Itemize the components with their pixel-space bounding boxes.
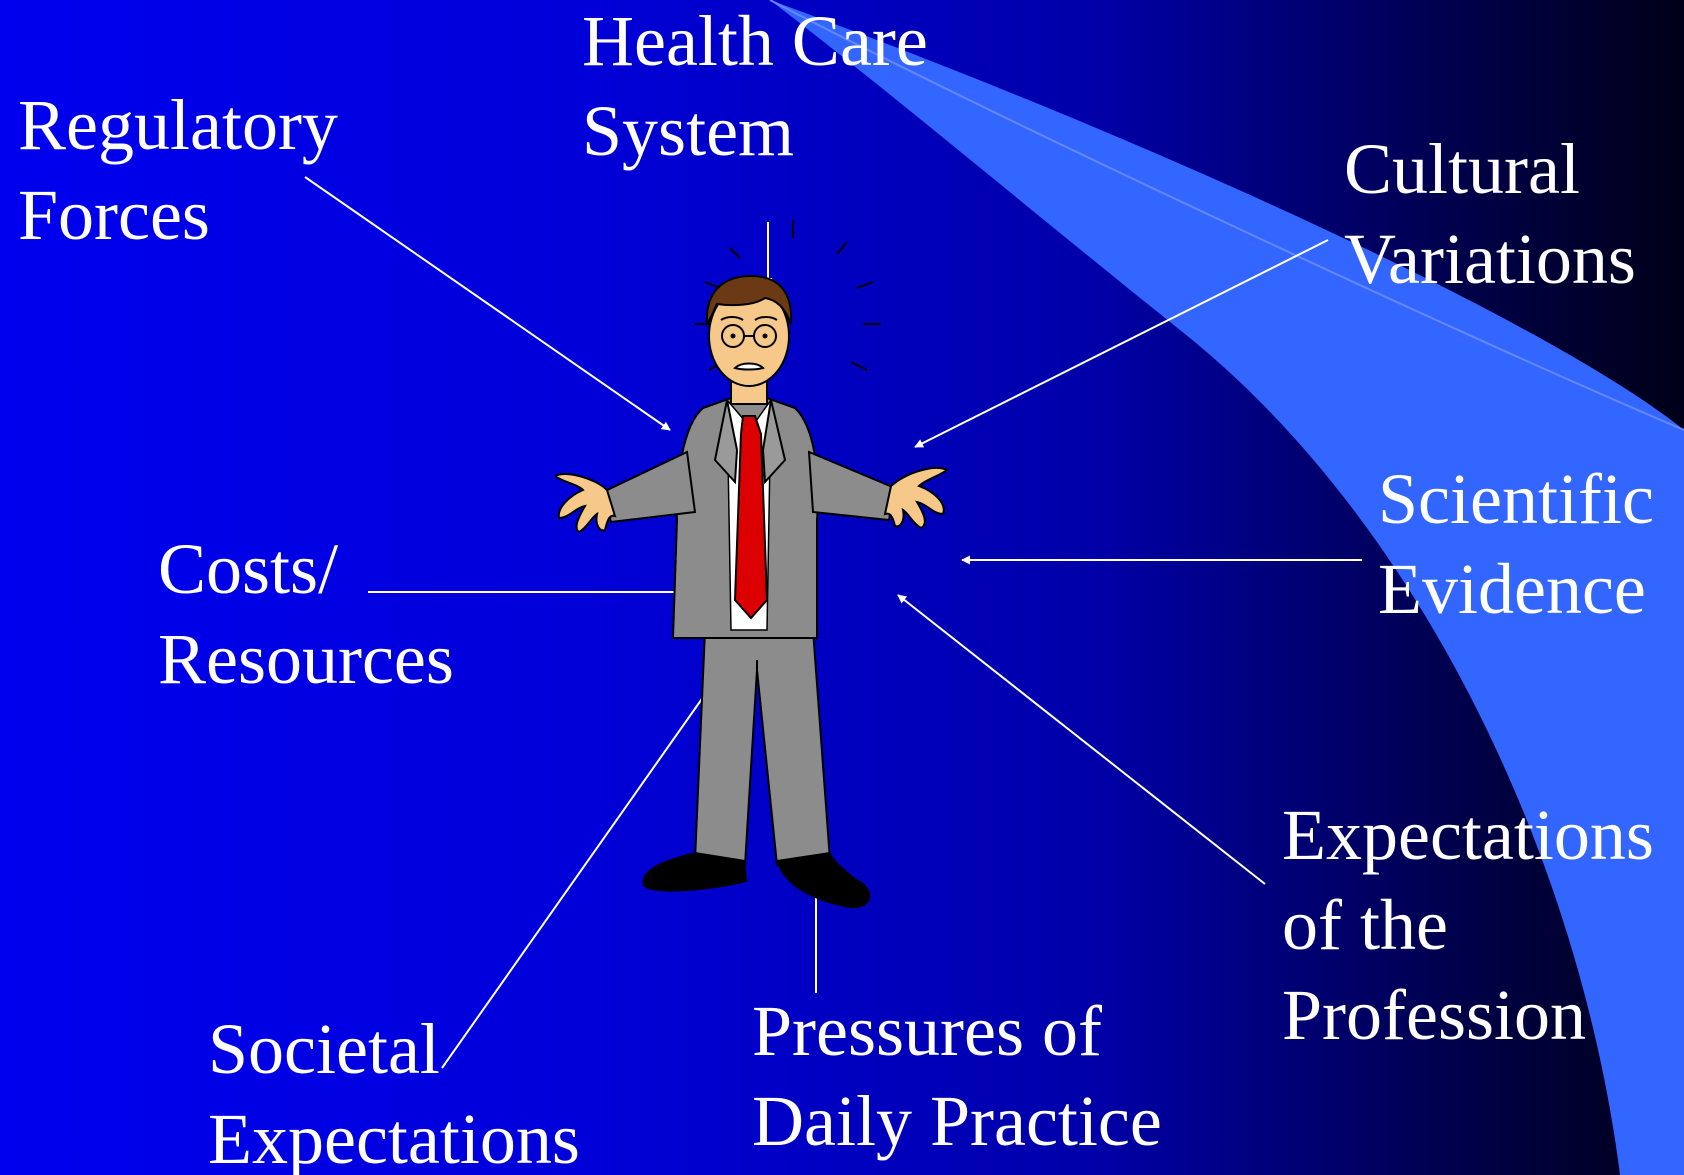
arrow-profession [897, 594, 1266, 885]
confused-man-icon [555, 220, 949, 909]
arrow-regulatory [304, 176, 671, 431]
arrow-societal [441, 675, 719, 1069]
label-costs-resources: Costs/Resources [158, 529, 454, 699]
arrow-cultural [914, 239, 1329, 448]
